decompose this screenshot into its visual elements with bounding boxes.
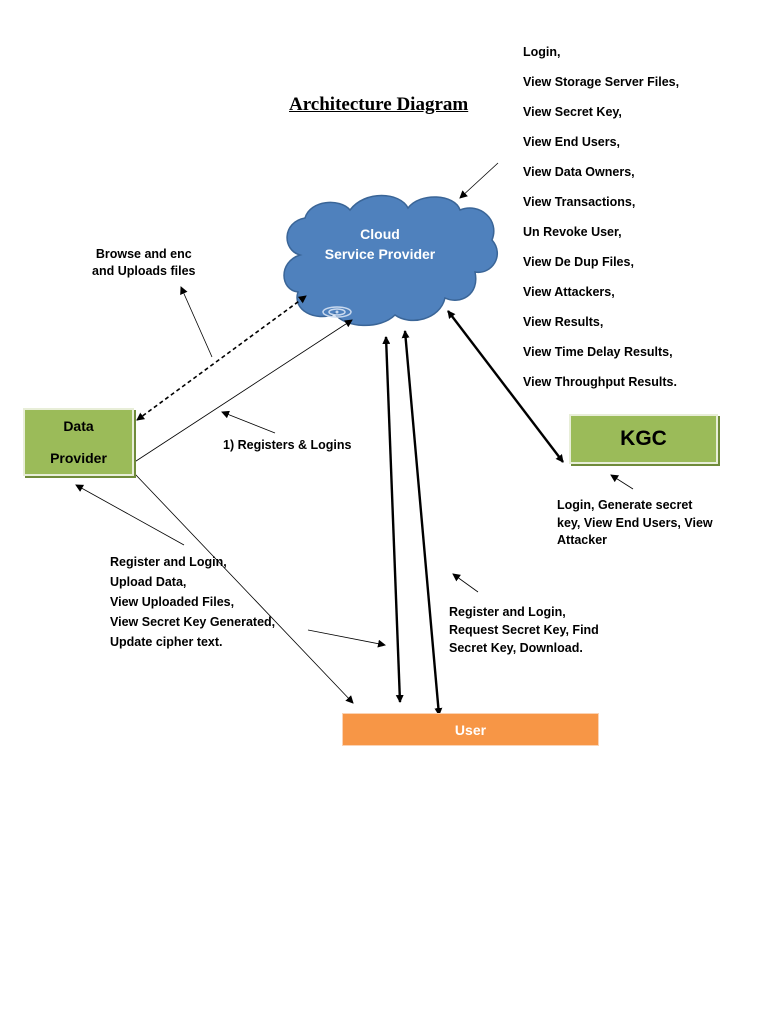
- data-provider-label-line2: Provider: [50, 450, 107, 466]
- diagram-title: Architecture Diagram: [289, 94, 469, 115]
- cloud-label-line1: Cloud: [360, 226, 400, 242]
- kgc-box[interactable]: KGC: [569, 414, 718, 464]
- dp-function-item: Register and Login,: [110, 555, 227, 569]
- dp-function-item: View Uploaded Files,: [110, 595, 235, 609]
- dp-cloud-dashed-arrow: [136, 295, 307, 421]
- registers-pointer: [221, 410, 276, 434]
- browse-label-line2: and Uploads files: [92, 264, 196, 278]
- user-cloud-arrow-2: [401, 330, 443, 716]
- browse-pointer: [180, 286, 213, 358]
- csp-function-item: Un Revoke User,: [523, 225, 622, 239]
- user-function-item: Secret Key, Download.: [449, 641, 583, 655]
- user-function-list: Register and Login, Request Secret Key, …: [449, 603, 599, 657]
- csp-function-item: View Throughput Results.: [523, 375, 677, 389]
- kgc-function-item: key, View End Users, View: [557, 515, 713, 530]
- csp-function-item: Login,: [523, 45, 561, 59]
- kgc-function-list: Login, Generate secret key, View End Use…: [557, 497, 713, 550]
- registers-logins-label: 1) Registers & Logins: [223, 438, 352, 452]
- csp-function-item: View Results,: [523, 315, 604, 329]
- dp-user-line: [134, 473, 354, 704]
- dp-list-right-pointer: [307, 629, 386, 648]
- cloud-shape: [283, 194, 498, 327]
- kgc-cloud-arrow: [447, 310, 564, 463]
- user-list-pointer: [452, 573, 479, 593]
- csp-function-item: View Secret Key,: [523, 105, 622, 119]
- csp-function-item: View De Dup Files,: [523, 255, 634, 269]
- user-function-item: Request Secret Key, Find: [449, 623, 599, 637]
- csp-function-item: View Time Delay Results,: [523, 345, 673, 359]
- csp-function-item: View Transactions,: [523, 195, 636, 209]
- kgc-list-pointer: [610, 474, 634, 490]
- cloud-label-line2: Service Provider: [324, 246, 436, 262]
- user-function-item: Register and Login,: [449, 605, 566, 619]
- csp-function-item: View Attackers,: [523, 285, 615, 299]
- csp-function-item: View End Users,: [523, 135, 621, 149]
- kgc-function-item: Attacker: [557, 533, 608, 547]
- data-provider-function-list: Register and Login, Upload Data, View Up…: [110, 552, 275, 652]
- browse-label-line1: Browse and enc: [95, 247, 192, 261]
- csp-list-pointer: [459, 162, 499, 199]
- dp-function-item: View Secret Key Generated,: [110, 615, 276, 629]
- csp-function-item: View Data Owners,: [523, 165, 635, 179]
- dp-function-item: Update cipher text.: [110, 635, 223, 649]
- dp-cloud-line: [132, 319, 353, 464]
- kgc-function-item: Login, Generate secret: [557, 498, 693, 512]
- user-cloud-arrow-1: [382, 336, 404, 703]
- user-box[interactable]: User: [342, 713, 599, 746]
- dp-list-pointer: [75, 484, 185, 546]
- csp-function-item: View Storage Server Files,: [523, 75, 680, 89]
- dp-function-item: Upload Data,: [110, 575, 187, 589]
- data-provider-label-line1: Data: [63, 418, 94, 434]
- cloud-label: Cloud Service Provider: [300, 224, 460, 264]
- csp-function-list: Login, View Storage Server Files, View S…: [523, 42, 679, 402]
- browse-upload-label: Browse and enc and Uploads files: [92, 246, 196, 280]
- data-provider-box[interactable]: Data Provider: [23, 408, 134, 476]
